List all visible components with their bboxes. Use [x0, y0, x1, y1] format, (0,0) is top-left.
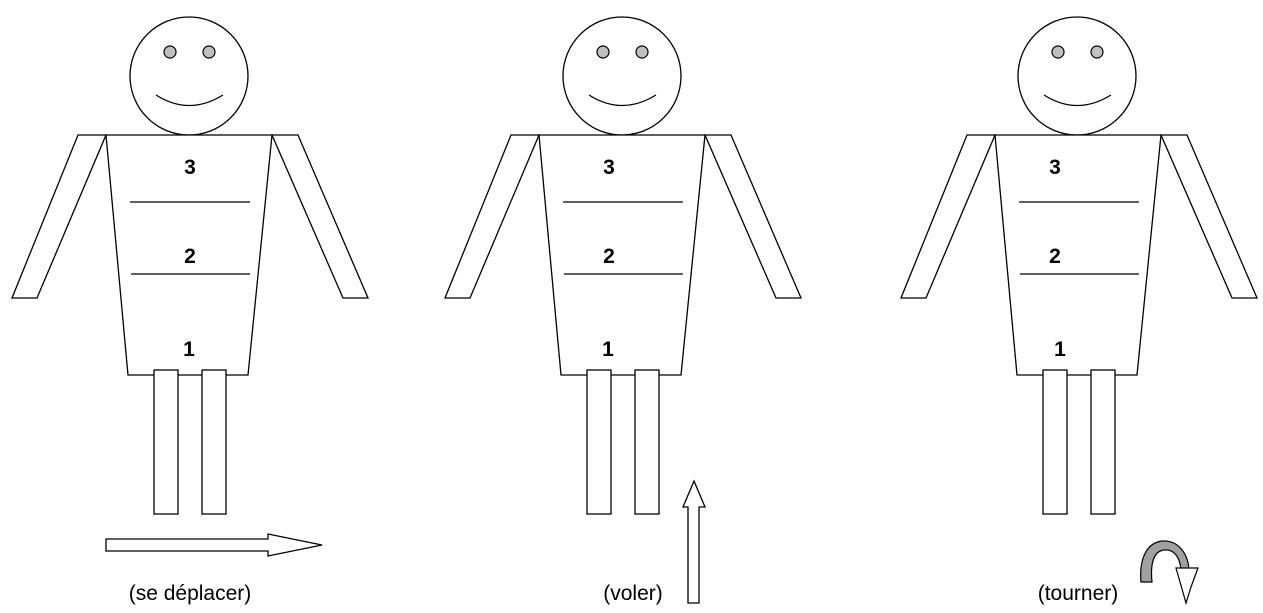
smile: [1043, 94, 1112, 107]
caption-move: (se déplacer): [129, 582, 252, 605]
torso: [994, 134, 1162, 376]
right-arm: [271, 134, 369, 299]
right-eye: [1090, 45, 1104, 59]
stick-figure-body: [900, 16, 1258, 515]
left-eye: [1051, 45, 1065, 59]
torso: [538, 134, 706, 376]
head: [1017, 16, 1137, 136]
right-eye: [635, 45, 649, 59]
left-leg: [153, 369, 179, 515]
section-label-3: 3: [1049, 156, 1061, 179]
right-arm: [704, 134, 802, 299]
smile: [588, 94, 657, 107]
right-arrow-icon: [105, 533, 323, 557]
smile: [155, 94, 224, 107]
right-leg: [634, 369, 660, 515]
left-leg: [1042, 369, 1068, 515]
right-eye: [202, 45, 216, 59]
stick-figure-body: [444, 16, 802, 515]
right-leg: [1090, 369, 1116, 515]
section-label-1: 1: [183, 338, 195, 361]
stick-figure-body: [11, 16, 369, 515]
left-arm: [900, 134, 996, 299]
section-label-2: 2: [1049, 245, 1061, 268]
rotate-arrow-icon: [1140, 540, 1199, 606]
head: [129, 16, 249, 136]
right-leg: [201, 369, 227, 515]
left-arm: [11, 134, 107, 299]
caption-turn: (tourner): [1038, 582, 1119, 605]
figure-fly: 3 2 1 (voler): [444, 16, 802, 605]
left-eye: [596, 45, 610, 59]
right-arm: [1160, 134, 1258, 299]
left-arm: [444, 134, 540, 299]
head: [562, 16, 682, 136]
up-arrow-icon: [682, 479, 706, 604]
figure-move: 3 2 1 (se déplacer): [11, 16, 369, 605]
figure-turn: 3 2 1 (tourner): [900, 16, 1258, 606]
section-label-1: 1: [1054, 338, 1066, 361]
left-leg: [586, 369, 612, 515]
caption-fly: (voler): [603, 582, 663, 605]
section-label-3: 3: [184, 156, 196, 179]
section-label-1: 1: [602, 338, 614, 361]
section-label-2: 2: [184, 245, 196, 268]
torso: [105, 134, 273, 376]
left-eye: [163, 45, 177, 59]
section-label-3: 3: [603, 156, 615, 179]
section-label-2: 2: [603, 245, 615, 268]
